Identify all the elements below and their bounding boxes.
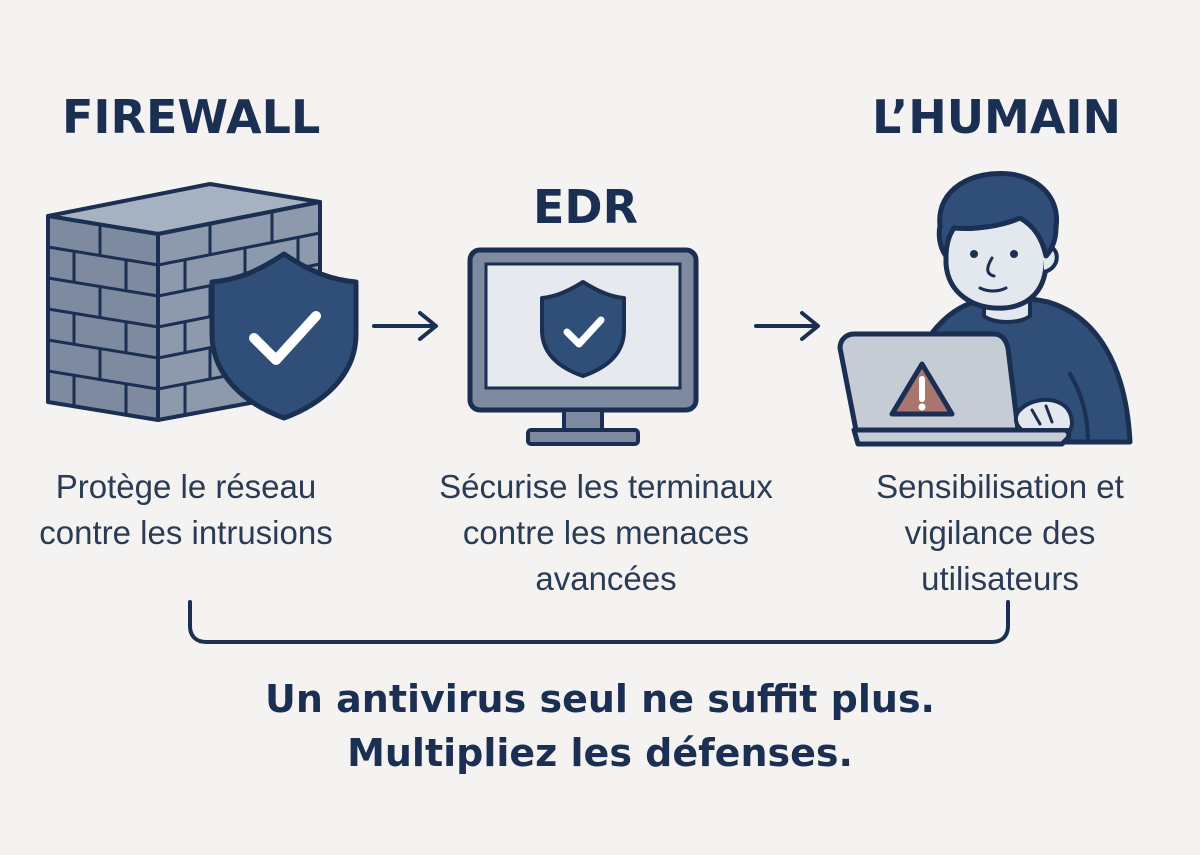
description-line: contre les intrusions bbox=[39, 514, 333, 551]
grouping-bracket bbox=[188, 600, 1010, 644]
person-at-laptop-warning-icon bbox=[837, 170, 1133, 447]
description-line: Protège le réseau bbox=[55, 468, 317, 505]
edr-description: Sécurise les terminaux contre les menace… bbox=[400, 464, 812, 602]
description-line: contre les menaces bbox=[462, 514, 750, 551]
description-line: Sécurise les terminaux bbox=[439, 468, 773, 505]
description-line: avancées bbox=[535, 560, 677, 597]
right-arrow-icon bbox=[372, 311, 438, 341]
description-line: Sensibilisation et bbox=[876, 468, 1124, 505]
firewall-title: FIREWALL bbox=[62, 90, 321, 144]
shield-check-icon bbox=[540, 280, 626, 378]
description-line: vigilance des bbox=[904, 514, 1096, 551]
edr-title: EDR bbox=[533, 180, 639, 234]
shield-check-icon bbox=[209, 251, 359, 421]
firewall-description: Protège le réseau contre les intrusions bbox=[0, 464, 372, 556]
conclusion-line-2: Multipliez les défenses. bbox=[347, 731, 853, 775]
warning-icon bbox=[889, 361, 955, 417]
right-arrow-icon bbox=[754, 311, 820, 341]
description-line: utilisateurs bbox=[921, 560, 1079, 597]
brick-wall-with-shield-icon bbox=[46, 182, 359, 422]
conclusion-line-1: Un antivirus seul ne suffit plus. bbox=[265, 677, 935, 721]
monitor-with-shield-icon bbox=[467, 247, 699, 446]
human-description: Sensibilisation et vigilance des utilisa… bbox=[840, 464, 1160, 602]
human-title: L’HUMAIN bbox=[872, 90, 1122, 144]
